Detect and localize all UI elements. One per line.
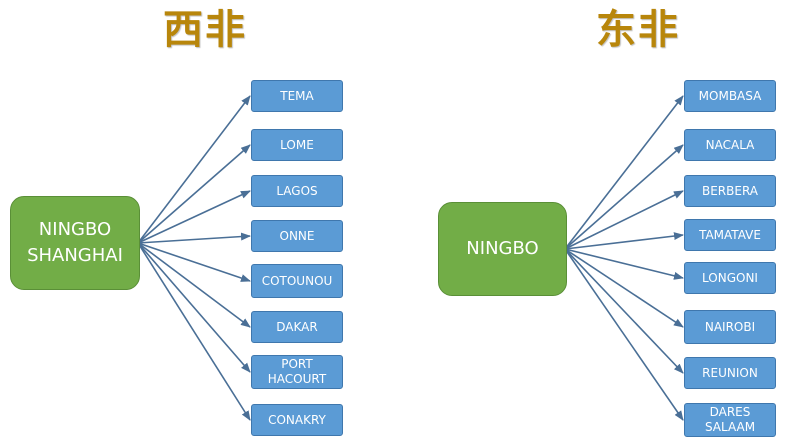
route-arrow bbox=[564, 248, 684, 280]
east-port-node: NACALA bbox=[684, 129, 776, 161]
west-port-node: DAKAR bbox=[251, 311, 343, 343]
east-port-node: DARES SALAAM bbox=[684, 403, 776, 437]
east-hub-node: NINGBO bbox=[438, 202, 567, 296]
west-port-node: ONNE bbox=[251, 220, 343, 252]
east-africa-title: 东非 bbox=[596, 6, 680, 53]
east-port-node: LONGONI bbox=[684, 262, 776, 294]
route-arrow bbox=[564, 248, 684, 374]
route-arrow bbox=[564, 248, 684, 421]
route-arrow bbox=[137, 242, 251, 282]
route-arrow bbox=[564, 248, 684, 328]
route-arrow bbox=[137, 144, 251, 244]
west-port-node: PORT HACOURT bbox=[251, 355, 343, 389]
route-arrow bbox=[564, 95, 684, 250]
east-port-node: REUNION bbox=[684, 357, 776, 389]
east-port-node: MOMBASA bbox=[684, 80, 776, 112]
west-hub-node: NINGBO SHANGHAI bbox=[10, 196, 140, 290]
route-arrow bbox=[137, 232, 251, 244]
east-port-node: NAIROBI bbox=[684, 310, 776, 344]
west-port-node: TEMA bbox=[251, 80, 343, 112]
route-arrow bbox=[564, 144, 684, 250]
west-port-node: LOME bbox=[251, 129, 343, 161]
route-arrow bbox=[564, 190, 684, 250]
route-arrow bbox=[137, 242, 251, 421]
west-port-node: LAGOS bbox=[251, 175, 343, 207]
west-africa-title: 西非 bbox=[163, 6, 247, 53]
route-arrow bbox=[137, 95, 251, 244]
west-port-node: CONAKRY bbox=[251, 404, 343, 436]
route-arrow bbox=[137, 190, 251, 244]
west-port-node: COTOUNOU bbox=[251, 264, 343, 298]
route-arrow bbox=[564, 232, 684, 250]
east-port-node: TAMATAVE bbox=[684, 219, 776, 251]
route-arrow bbox=[137, 242, 251, 328]
east-port-node: BERBERA bbox=[684, 175, 776, 207]
route-arrow bbox=[137, 242, 251, 373]
